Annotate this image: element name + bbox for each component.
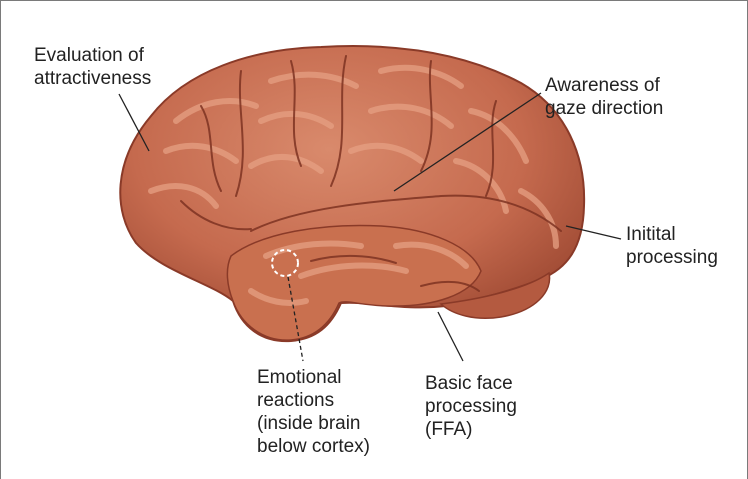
label-emotional-reactions: Emotional reactions (inside brain below …: [257, 366, 370, 458]
label-gaze-direction: Awareness of gaze direction: [545, 74, 663, 120]
label-basic-face-processing: Basic face processing (FFA): [425, 372, 517, 441]
leader-ffa: [438, 312, 463, 361]
label-initial-processing: Initital processing: [626, 223, 718, 269]
label-attractiveness: Evaluation of attractiveness: [34, 44, 151, 90]
